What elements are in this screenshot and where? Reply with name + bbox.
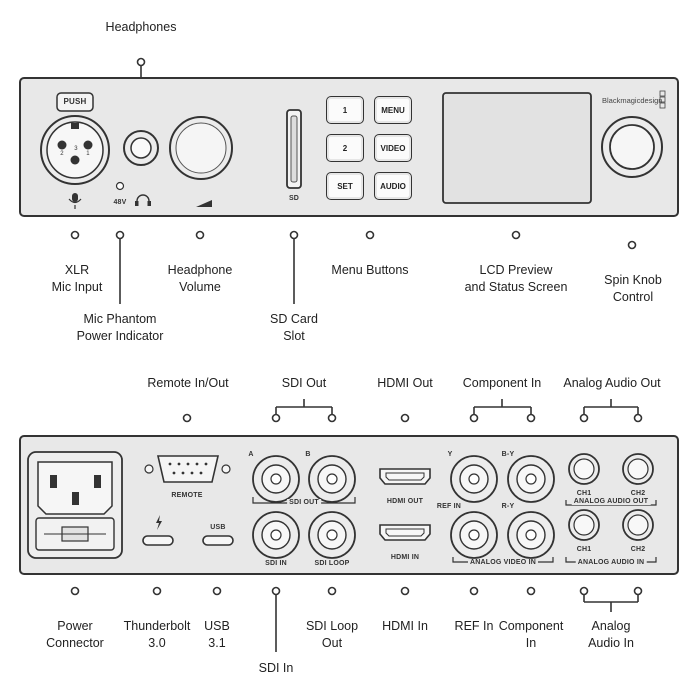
power-connector bbox=[27, 451, 123, 559]
ry-label: R-Y bbox=[501, 503, 515, 510]
ch2-out-label: CH2 bbox=[630, 490, 646, 497]
callout-lcd: LCD Preview and Status Screen bbox=[465, 262, 568, 296]
phantom-48v-label: 48V bbox=[113, 199, 127, 206]
callout-xlr-line2: Mic Input bbox=[51, 280, 103, 294]
callout-analog-in-line2: Audio In bbox=[588, 636, 634, 650]
xlr-connector-icon bbox=[40, 92, 110, 185]
callout-hdmi-out: HDMI Out bbox=[377, 376, 433, 390]
sdi-loop-label: SDI LOOP bbox=[314, 560, 350, 567]
remote-label: REMOTE bbox=[171, 492, 203, 499]
callout-thunderbolt: Thunderbolt 3.0 bbox=[124, 618, 191, 652]
thunderbolt-icon bbox=[156, 515, 162, 530]
sd-card-slot bbox=[286, 109, 302, 189]
callout-remote: Remote In/Out bbox=[147, 376, 229, 390]
callout-sd-line2: Slot bbox=[283, 329, 305, 343]
phantom-power-led bbox=[115, 181, 125, 191]
callout-headphone-volume: Headphone Volume bbox=[168, 262, 233, 296]
callout-thunderbolt-line1: Thunderbolt bbox=[123, 619, 191, 633]
sdi-b-label: B bbox=[305, 451, 311, 458]
callout-sdi-in: SDI In bbox=[258, 661, 294, 675]
xlr-pin-3: 3 bbox=[74, 146, 78, 152]
callout-component-line2: In bbox=[525, 636, 537, 650]
callout-spin-knob: Spin Knob Control bbox=[604, 272, 662, 306]
callout-hp-volume-line1: Headphone bbox=[167, 263, 233, 277]
callout-spin-line1: Spin Knob bbox=[604, 273, 662, 287]
callout-sdi-loop-line1: SDI Loop bbox=[305, 619, 359, 633]
brand-name: Blackmagicdesign bbox=[602, 96, 663, 105]
sd-label: SD bbox=[288, 195, 300, 202]
xlr-pin-1: 1 bbox=[86, 151, 90, 157]
callout-sdi-loop-line2: Out bbox=[321, 636, 343, 650]
callout-hdmi-in: HDMI In bbox=[382, 619, 428, 633]
callout-sd-slot: SD Card Slot bbox=[270, 311, 318, 345]
callout-usb: USB 3.1 bbox=[204, 618, 230, 652]
by-label: B-Y bbox=[501, 451, 515, 458]
y-label: Y bbox=[447, 451, 453, 458]
spin-knob bbox=[601, 116, 663, 178]
sdi-out-label: SDI OUT bbox=[287, 499, 321, 506]
callout-analog-in-line1: Analog bbox=[591, 619, 631, 633]
callout-spin-line2: Control bbox=[612, 290, 654, 304]
callout-hp-volume-line2: Volume bbox=[179, 280, 221, 294]
volume-ramp-icon bbox=[196, 200, 212, 207]
callout-phantom: Mic Phantom Power Indicator bbox=[77, 311, 164, 345]
callout-ref-in: REF In bbox=[454, 619, 494, 633]
audio-button[interactable]: AUDIO bbox=[374, 172, 412, 200]
brand-logo-icon bbox=[659, 90, 666, 109]
push-label: PUSH bbox=[63, 97, 87, 106]
callout-usb-line1: USB bbox=[204, 619, 230, 633]
callout-component-in-bottom: Component In bbox=[499, 618, 564, 652]
callout-sd-line1: SD Card bbox=[270, 312, 318, 326]
callout-headphones: Headphones bbox=[105, 20, 177, 34]
sdi-a-label: A bbox=[248, 451, 254, 458]
callout-sdi-out: SDI Out bbox=[281, 376, 327, 390]
usb-label: USB bbox=[210, 524, 226, 531]
callout-phantom-line2: Power Indicator bbox=[76, 329, 164, 343]
headphone-jack bbox=[123, 130, 159, 166]
hdmi-out-label: HDMI OUT bbox=[386, 498, 424, 505]
callout-xlr-line1: XLR bbox=[64, 263, 90, 277]
usb-port bbox=[202, 535, 234, 546]
remote-db9-port bbox=[144, 455, 231, 483]
callout-thunderbolt-line2: 3.0 bbox=[148, 636, 166, 650]
callout-component-in-top: Component In bbox=[462, 376, 542, 390]
analog-audio-in-label: ANALOG AUDIO IN bbox=[575, 559, 647, 566]
callout-analog-audio-out: Analog Audio Out bbox=[563, 376, 661, 390]
callout-power: Power Connector bbox=[46, 618, 104, 652]
callout-lcd-line2: and Status Screen bbox=[464, 280, 568, 294]
ch1-in-label: CH1 bbox=[576, 546, 592, 553]
callout-sdi-loop: SDI Loop Out bbox=[306, 618, 358, 652]
callout-phantom-line1: Mic Phantom bbox=[83, 312, 157, 326]
button-1[interactable]: 1 bbox=[326, 96, 364, 124]
callout-lcd-line1: LCD Preview bbox=[479, 263, 553, 277]
headphones-icon bbox=[135, 194, 151, 206]
ch1-out-label: CH1 bbox=[576, 490, 592, 497]
menu-button[interactable]: MENU bbox=[374, 96, 412, 124]
callout-power-line2: Connector bbox=[46, 636, 104, 650]
sdi-in-label: SDI IN bbox=[265, 560, 287, 567]
ref-in-label: REF IN bbox=[436, 503, 462, 510]
callout-component-line1: Component bbox=[498, 619, 564, 633]
callout-menu-buttons: Menu Buttons bbox=[331, 263, 409, 277]
thunderbolt-port bbox=[142, 535, 174, 546]
button-2[interactable]: 2 bbox=[326, 134, 364, 162]
hdmi-in-label: HDMI IN bbox=[390, 554, 420, 561]
callout-usb-line2: 3.1 bbox=[208, 636, 226, 650]
analog-video-in-label: ANALOG VIDEO IN bbox=[467, 559, 539, 566]
headphone-volume-knob bbox=[169, 116, 233, 180]
ch2-in-label: CH2 bbox=[630, 546, 646, 553]
set-button[interactable]: SET bbox=[326, 172, 364, 200]
xlr-pin-2: 2 bbox=[60, 151, 64, 157]
video-button[interactable]: VIDEO bbox=[374, 134, 412, 162]
analog-audio-out-label: ANALOG AUDIO OUT bbox=[571, 498, 651, 505]
mic-icon bbox=[68, 193, 82, 209]
lcd-screen bbox=[442, 92, 592, 204]
callout-xlr: XLR Mic Input bbox=[52, 262, 103, 296]
callout-analog-audio-in: Analog Audio In bbox=[588, 618, 634, 652]
callout-power-line1: Power bbox=[57, 619, 93, 633]
